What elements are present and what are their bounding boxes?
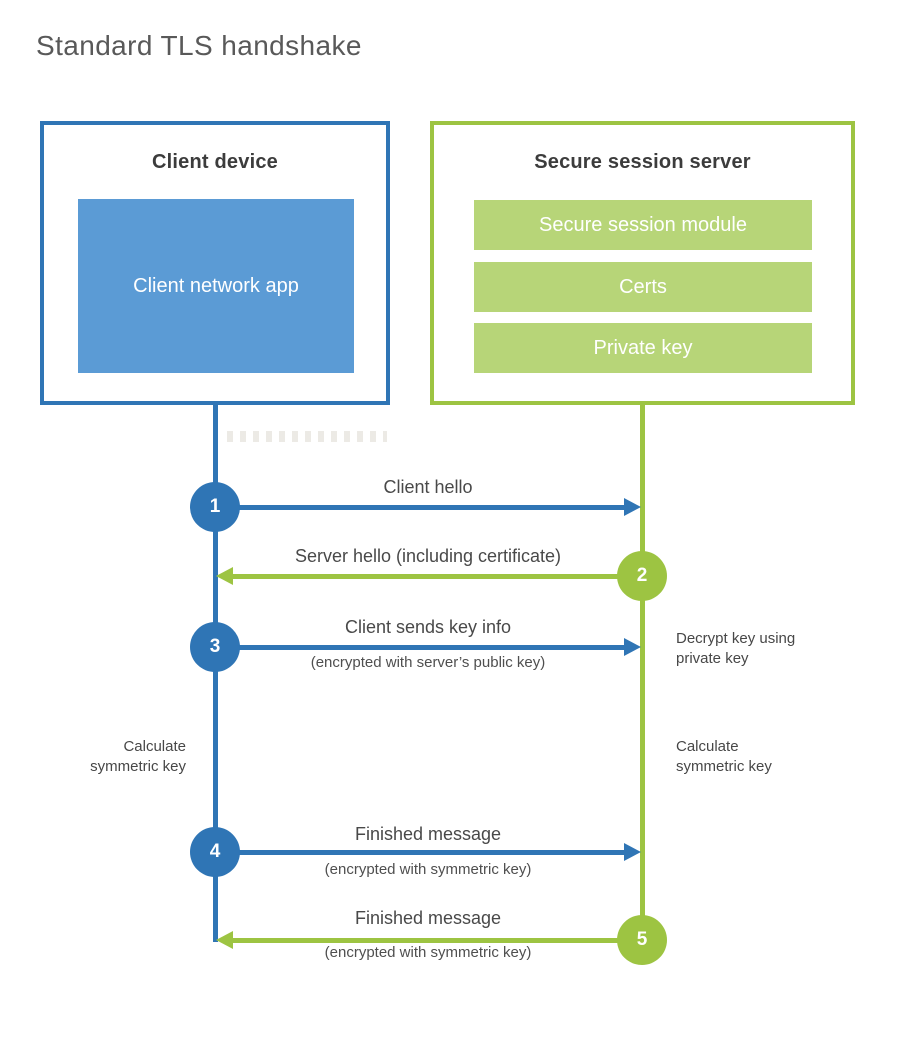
step-3-circle: 3 (190, 622, 240, 672)
step-3-label: Client sends key info (344, 617, 512, 637)
step-1-arrowhead-icon (624, 498, 641, 516)
step-5-label: Finished message (354, 908, 502, 928)
step-5-circle: 5 (617, 915, 667, 965)
step-2-circle: 2 (617, 551, 667, 601)
step-3-sublabel: (encrypted with server’s public key) (310, 654, 546, 671)
step-3-arrow (238, 645, 626, 650)
note-decrypt-key: Decrypt key using private key (676, 630, 796, 667)
step-1-arrow (238, 505, 626, 510)
step-4-arrowhead-icon (624, 843, 641, 861)
client-network-app-box: Client network app (78, 199, 354, 373)
step-4-sublabel: (encrypted with symmetric key) (324, 861, 532, 878)
step-5-sublabel: (encrypted with symmetric key) (324, 944, 532, 961)
server-lifeline (640, 403, 645, 940)
server-module-secure-session: Secure session module (474, 200, 812, 250)
client-network-app-label: Client network app (133, 274, 299, 297)
step-5-arrow (230, 938, 618, 943)
client-lifeline (213, 403, 218, 942)
server-module-private-key: Private key (474, 323, 812, 373)
step-1-circle: 1 (190, 482, 240, 532)
step-2-arrowhead-icon (216, 567, 233, 585)
step-1-label: Client hello (383, 477, 473, 497)
step-5-arrowhead-icon (216, 931, 233, 949)
server-title: Secure session server (534, 151, 751, 173)
diagram-title: Standard TLS handshake (36, 30, 362, 61)
note-calculate-symmetric-right: Calculate symmetric key (676, 738, 772, 775)
step-4-circle: 4 (190, 827, 240, 877)
step-4-arrow (238, 850, 626, 855)
note-calculate-symmetric-left: Calculate symmetric key (90, 738, 186, 775)
step-4-label: Finished message (354, 824, 502, 844)
step-2-arrow (230, 574, 618, 579)
ghost-dashes (227, 431, 387, 442)
step-2-label: Server hello (including certificate) (294, 546, 562, 566)
server-module-certs: Certs (474, 262, 812, 312)
client-device-title: Client device (152, 151, 278, 173)
step-3-arrowhead-icon (624, 638, 641, 656)
